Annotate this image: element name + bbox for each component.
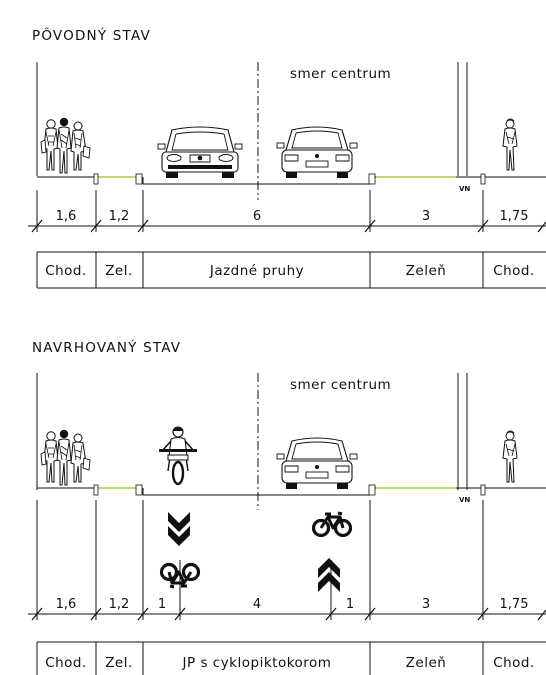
car-rear-icon [276,437,358,490]
table-cell: Zel. [105,655,133,671]
dimension-value: 6 [253,209,261,224]
section-title-original: PÔVODNÝ STAV [32,26,151,44]
vn-label: VN [459,496,470,504]
dimension-value: 3 [422,209,430,224]
boundary-lines [36,62,468,176]
pedestrians-icon [40,429,91,486]
dimension-value: 1,2 [109,597,130,612]
section-proposed-state: NAVRHOVANÝ STAV smer centrum VN 1,6 1,2 … [28,339,546,675]
chevron-up-icon [318,558,340,592]
table-cell: Zeleň [406,655,447,671]
section-original-state: PÔVODNÝ STAV smer centrum VN 1,6 1,2 6 3… [28,26,546,289]
table-cell: Zel. [105,263,133,279]
dimension-value: 1 [346,597,354,612]
table-cell: Chod. [493,655,535,671]
direction-label: smer centrum [290,377,391,393]
pedestrian-icon [502,430,518,483]
dimension-value: 1,2 [109,209,130,224]
curb-left [93,173,99,185]
table-cell: Jazdné pruhy [209,263,304,279]
label-table [36,641,546,675]
curb-right [480,173,486,185]
pedestrians-icon [40,117,91,174]
curb-right-road [368,173,376,185]
vn-label: VN [459,185,470,193]
curb-right-road [368,484,376,496]
ground-line [37,487,546,496]
chevron-down-icon [168,512,190,546]
car-front-icon [157,126,243,179]
dimension-ticks [31,219,546,233]
curb-left [93,484,99,496]
bicycle-icon [311,511,353,538]
dimension-value: 1,75 [500,597,529,612]
dimension-value: 1,75 [500,209,529,224]
car-rear-icon [276,126,358,179]
section-title-proposed: NAVRHOVANÝ STAV [32,339,181,356]
table-cell: Chod. [45,655,87,671]
pedestrian-icon [502,118,518,171]
dimension-value: 1 [158,597,166,612]
cyclist-icon [157,425,199,486]
table-cell: Chod. [45,263,87,279]
curb-left-road [135,484,143,496]
dimension-value: 1,6 [56,597,77,612]
curb-right [480,484,486,496]
label-table [36,251,546,289]
dimension-ticks [31,607,546,621]
dimension-value: 3 [422,597,430,612]
dimension-value: 1,6 [56,209,77,224]
table-cell: JP s cyklopiktokorom [182,655,332,671]
ground-line [37,176,546,185]
dimension-extension-lines [36,190,484,232]
table-cell: Chod. [493,263,535,279]
dimension-extension-lines [36,500,484,620]
dimension-value: 4 [253,597,261,612]
direction-label: smer centrum [290,66,391,82]
curb-left-road [135,173,143,185]
table-cell: Zeleň [406,263,447,279]
boundary-lines [36,373,468,490]
